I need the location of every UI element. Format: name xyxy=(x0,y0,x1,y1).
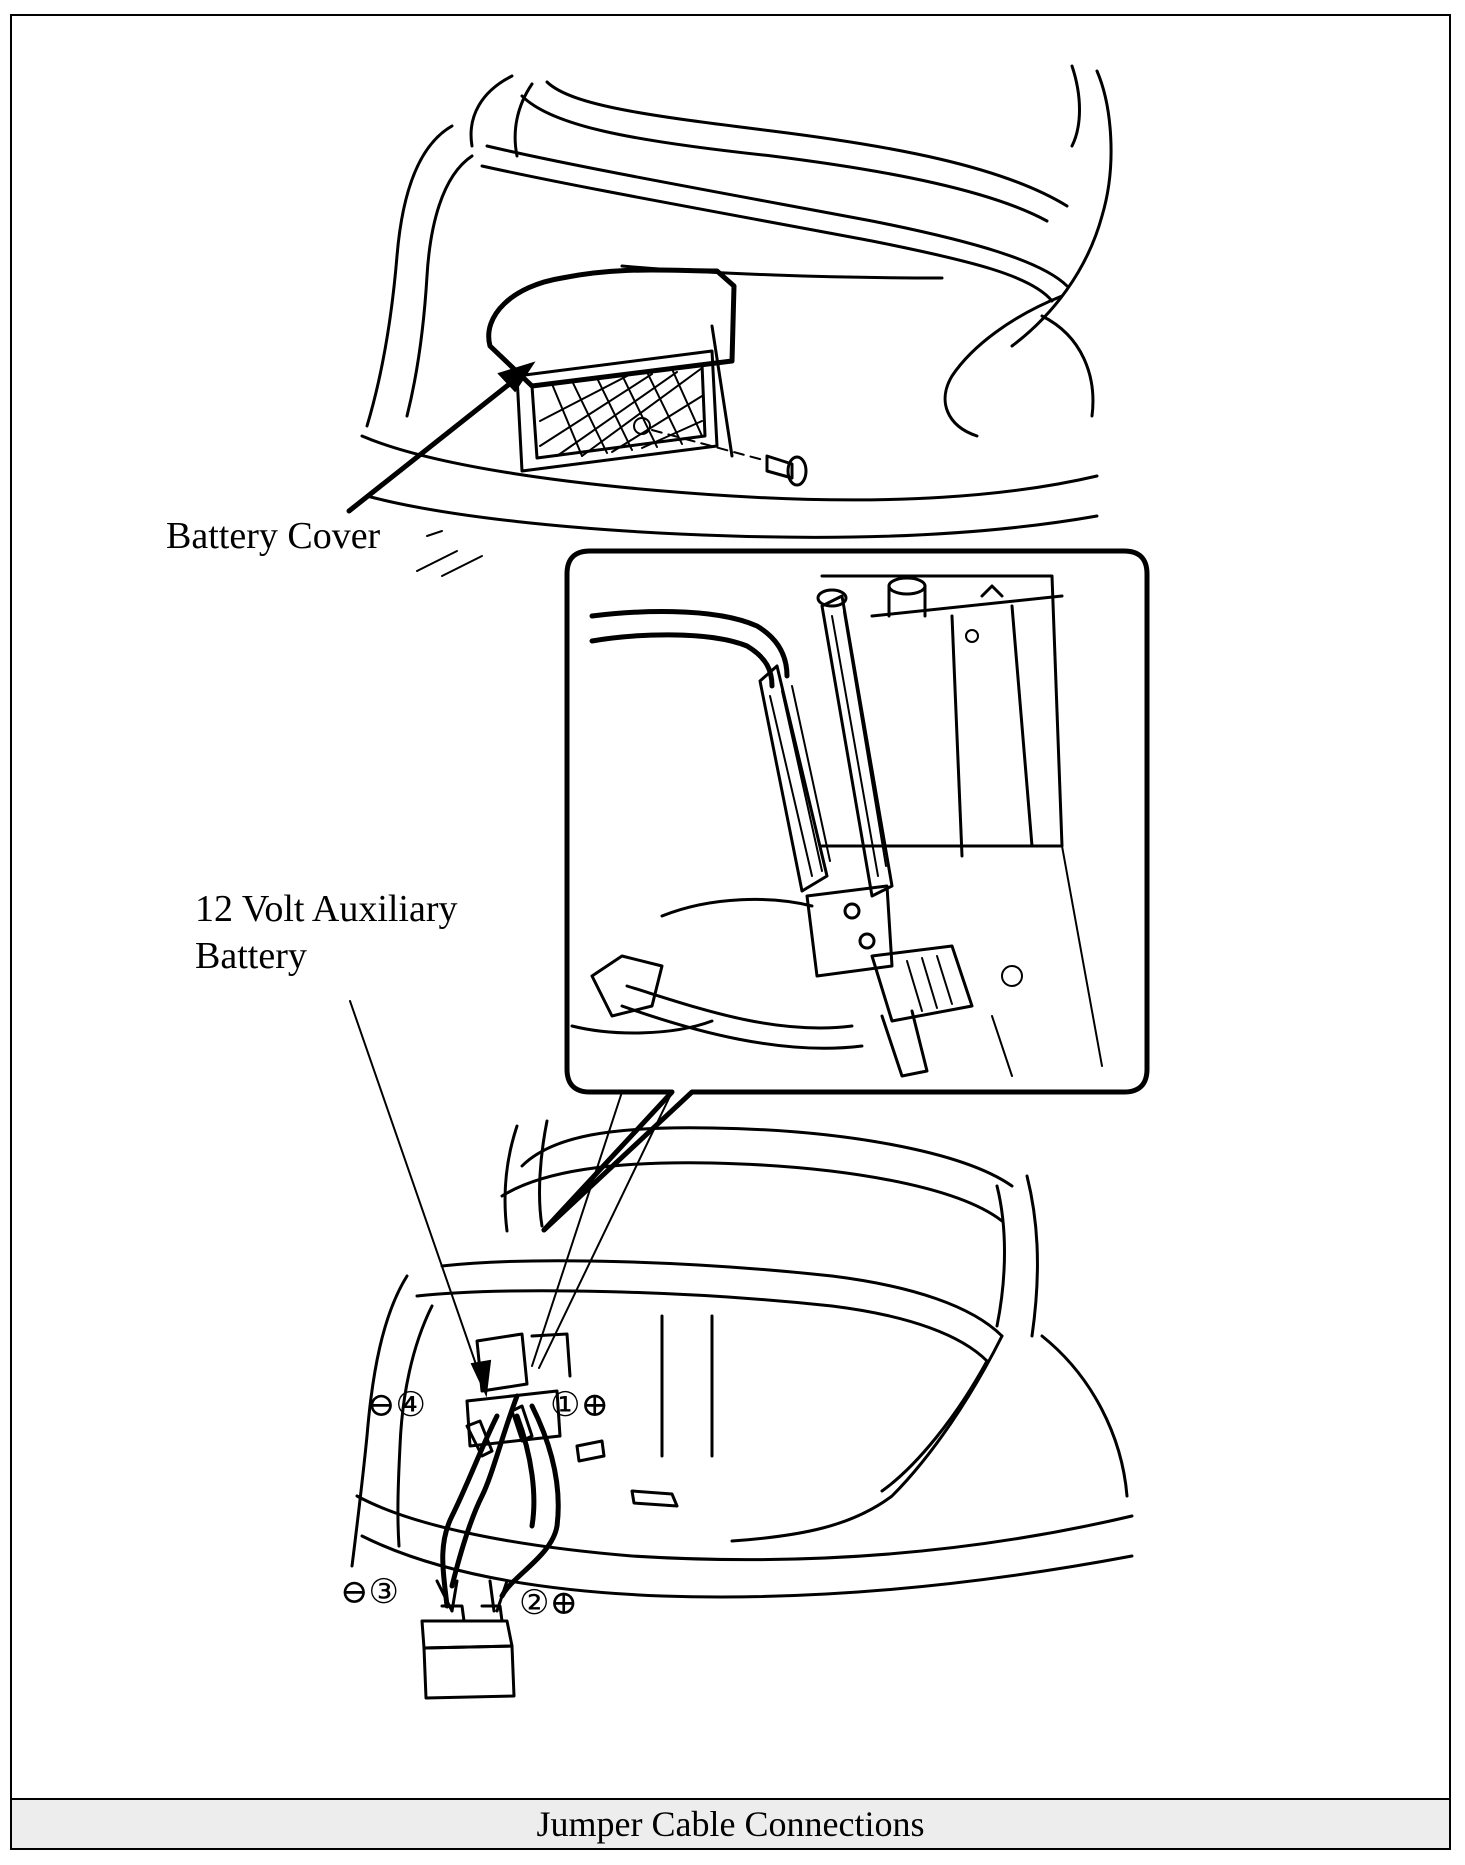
aux-battery-label-line2: Battery xyxy=(195,935,307,977)
connection-2-positive-label: ②⊕ xyxy=(519,1585,578,1622)
battery-cover-label: Battery Cover xyxy=(166,515,381,557)
figure-frame: Battery Cover 12 Volt Auxiliary Battery … xyxy=(10,14,1451,1850)
connection-4-negative-label: ⊖④ xyxy=(367,1387,426,1424)
inset-clamp-detail xyxy=(541,548,1150,1233)
caption-bar: Jumper Cable Connections xyxy=(12,1798,1449,1848)
jumper-cable-illustration: Battery Cover 12 Volt Auxiliary Battery … xyxy=(166,64,1150,1700)
figure-caption: Jumper Cable Connections xyxy=(536,1804,925,1844)
trunk-jumper-view xyxy=(349,1000,1134,1700)
connection-1-positive-label: ①⊕ xyxy=(550,1387,609,1424)
aux-battery-label-line1: 12 Volt Auxiliary xyxy=(195,888,458,930)
trunk-battery-cover-view xyxy=(346,64,1113,577)
connection-3-negative-label: ⊖③ xyxy=(340,1574,399,1611)
